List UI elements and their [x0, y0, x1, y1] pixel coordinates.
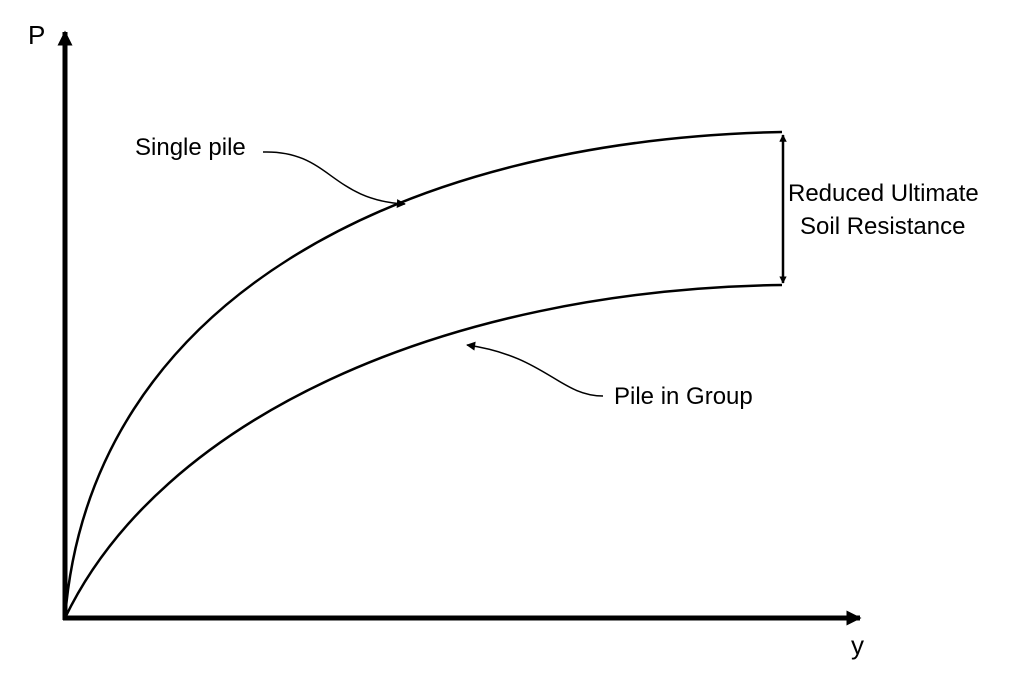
pile-in-group-leader — [466, 341, 604, 397]
pile-in-group-curve — [63, 283, 783, 619]
single-pile-leader — [262, 151, 406, 209]
pile-in-group-label: Pile in Group — [614, 383, 753, 410]
annotation-line-2: Soil Resistance — [800, 213, 965, 240]
single-pile-label: Single pile — [135, 134, 246, 161]
vertical-axis-label: P — [28, 20, 45, 50]
annotation-line-1: Reduced Ultimate — [788, 180, 979, 207]
single-pile-curve — [63, 130, 783, 619]
horizontal-axis-label: y — [851, 630, 864, 660]
